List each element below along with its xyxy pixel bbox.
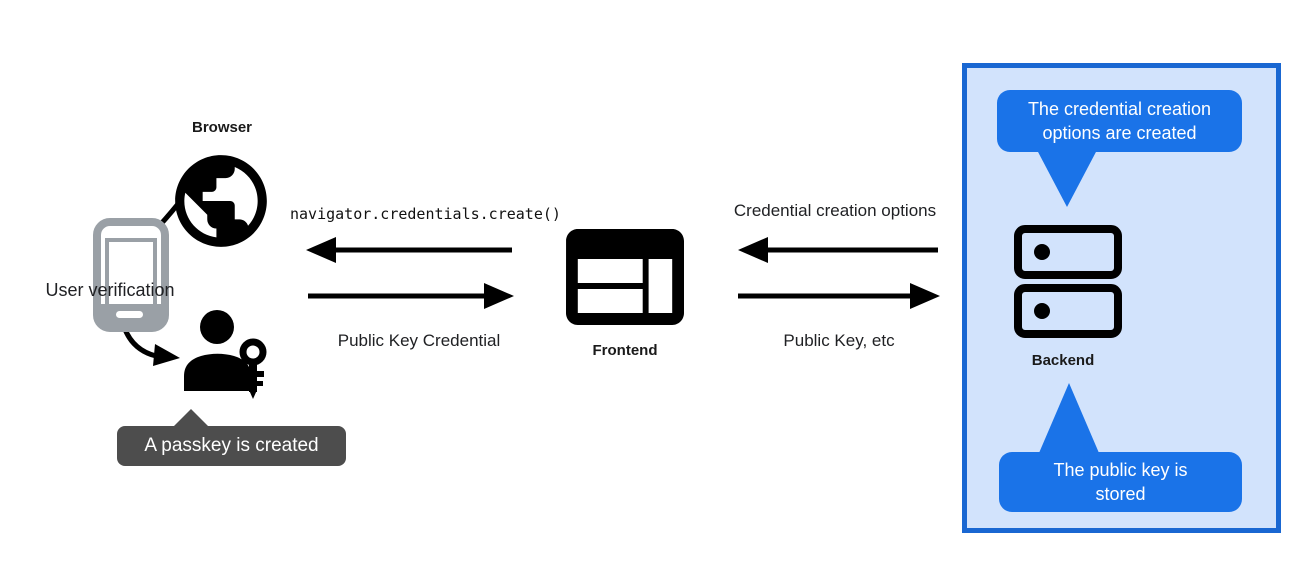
options-created-text: The credential creation options are crea… bbox=[1027, 98, 1212, 143]
passkey-created-text: A passkey is created bbox=[144, 435, 319, 456]
frontend-label: Frontend bbox=[592, 342, 658, 359]
browser-window-icon bbox=[566, 229, 684, 325]
public-key-credential-label: Public Key Credential bbox=[337, 331, 501, 350]
user-verification-label: User verification bbox=[45, 280, 175, 300]
navigator-create-label: navigator.credentials.create() bbox=[290, 205, 561, 223]
passkey-created-tooltip: A passkey is created bbox=[117, 409, 346, 466]
arrow-public-key-credential bbox=[308, 283, 514, 309]
browser-label: Browser bbox=[191, 119, 253, 136]
arrow-public-key-etc bbox=[738, 283, 940, 309]
credential-creation-options-label: Credential creation options bbox=[733, 201, 937, 220]
person-key-icon bbox=[184, 310, 267, 399]
options-created-bubble: The credential creation options are crea… bbox=[997, 90, 1242, 207]
key-stored-text: The public key is stored bbox=[1053, 459, 1188, 504]
tooltip-pointer-up bbox=[172, 409, 210, 428]
arrow-create-call bbox=[306, 237, 512, 263]
bubble-pointer-down bbox=[1037, 150, 1097, 207]
key-stored-bubble: The public key is stored bbox=[999, 383, 1242, 512]
server-icon bbox=[1014, 225, 1122, 338]
backend-panel: The credential creation options are crea… bbox=[962, 63, 1281, 533]
globe-icon bbox=[175, 155, 267, 247]
backend-label: Backend bbox=[1031, 352, 1095, 369]
phone-icon bbox=[93, 218, 169, 332]
public-key-etc-label: Public Key, etc bbox=[783, 331, 895, 350]
bubble-pointer-up bbox=[1039, 383, 1099, 453]
arrow-credential-creation-options bbox=[738, 237, 938, 263]
